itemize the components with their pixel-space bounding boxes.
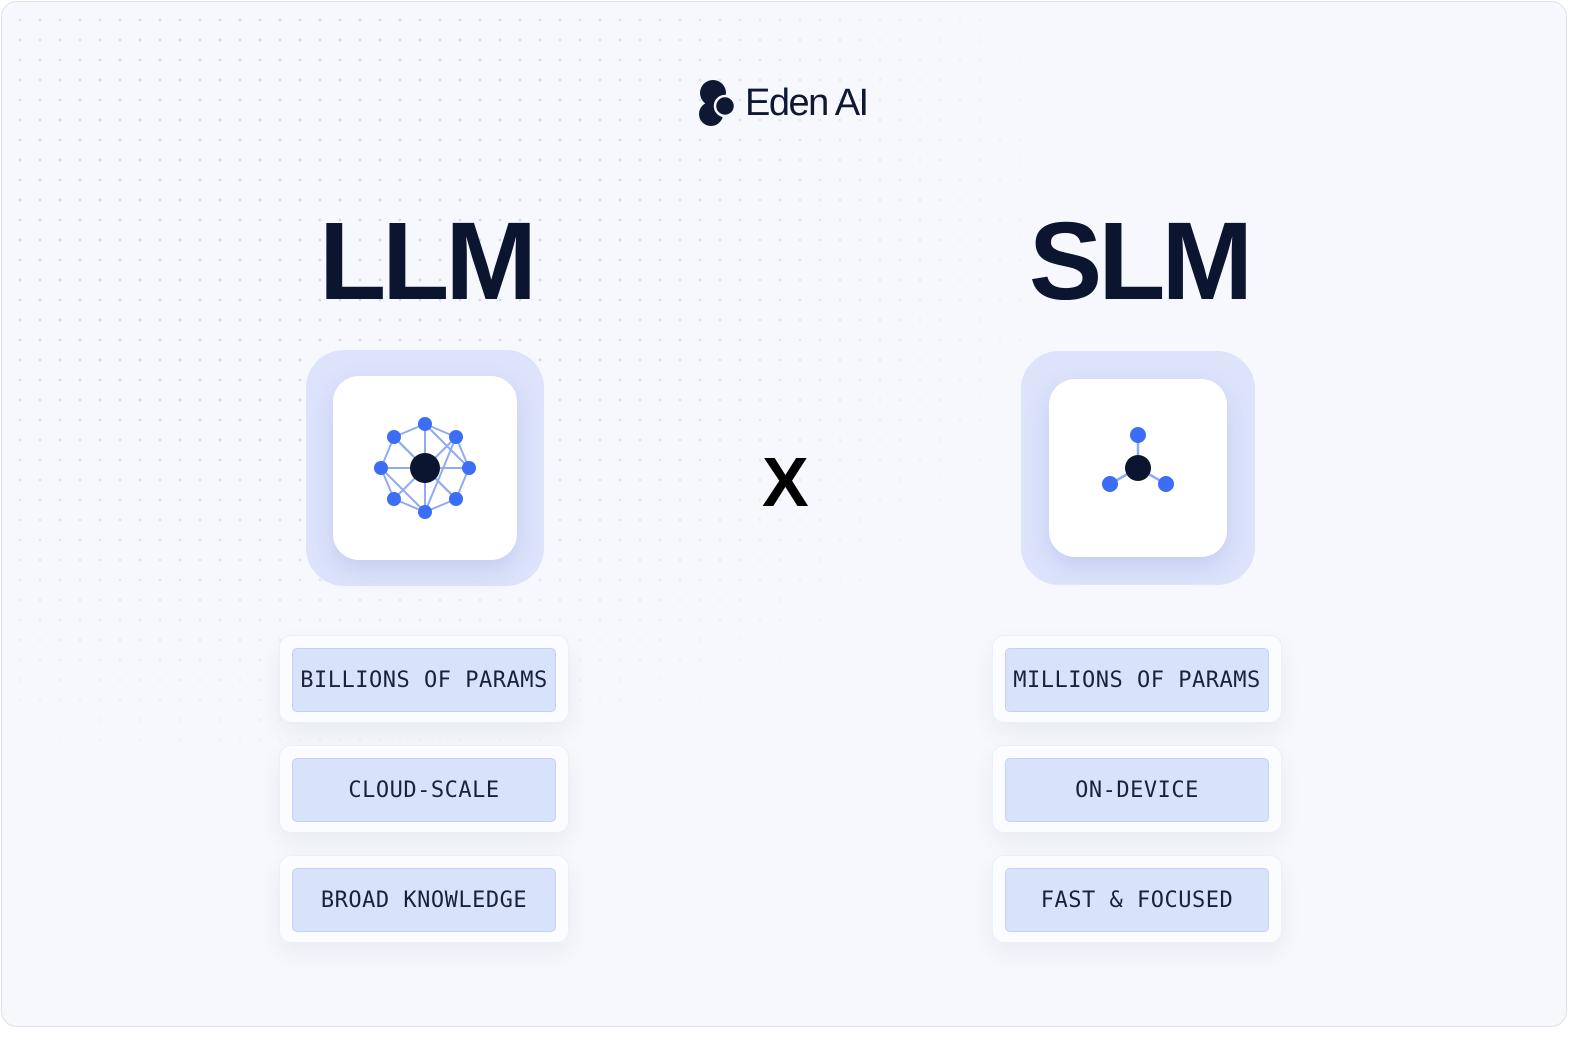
large-network-icon [374, 417, 476, 519]
llm-feature-item: BILLIONS OF PARAMS [279, 635, 569, 723]
eden-ai-logo-icon [699, 80, 737, 126]
brand-logo: Eden AI [697, 78, 869, 128]
comparison-card: Eden AI LLM SLM [1, 1, 1567, 1027]
feature-chip: FAST & FOCUSED [1005, 868, 1269, 932]
feature-chip: BILLIONS OF PARAMS [292, 648, 556, 712]
llm-feature-item: BROAD KNOWLEDGE [279, 855, 569, 943]
feature-chip: ON-DEVICE [1005, 758, 1269, 822]
llm-feature-item: CLOUD-SCALE [279, 745, 569, 833]
feature-chip: CLOUD-SCALE [292, 758, 556, 822]
dot-grid-background [2, 2, 1566, 1026]
llm-icon-card [333, 376, 517, 560]
slm-feature-item: ON-DEVICE [992, 745, 1282, 833]
versus-separator: X [762, 443, 809, 521]
feature-chip: MILLIONS OF PARAMS [1005, 648, 1269, 712]
brand-name: Eden AI [745, 81, 869, 124]
llm-title: LLM [318, 200, 537, 323]
slm-feature-item: FAST & FOCUSED [992, 855, 1282, 943]
slm-feature-item: MILLIONS OF PARAMS [992, 635, 1282, 723]
slm-title: SLM [1028, 200, 1253, 323]
feature-chip: BROAD KNOWLEDGE [292, 868, 556, 932]
slm-icon-card [1049, 379, 1227, 557]
small-network-icon [1102, 427, 1174, 492]
